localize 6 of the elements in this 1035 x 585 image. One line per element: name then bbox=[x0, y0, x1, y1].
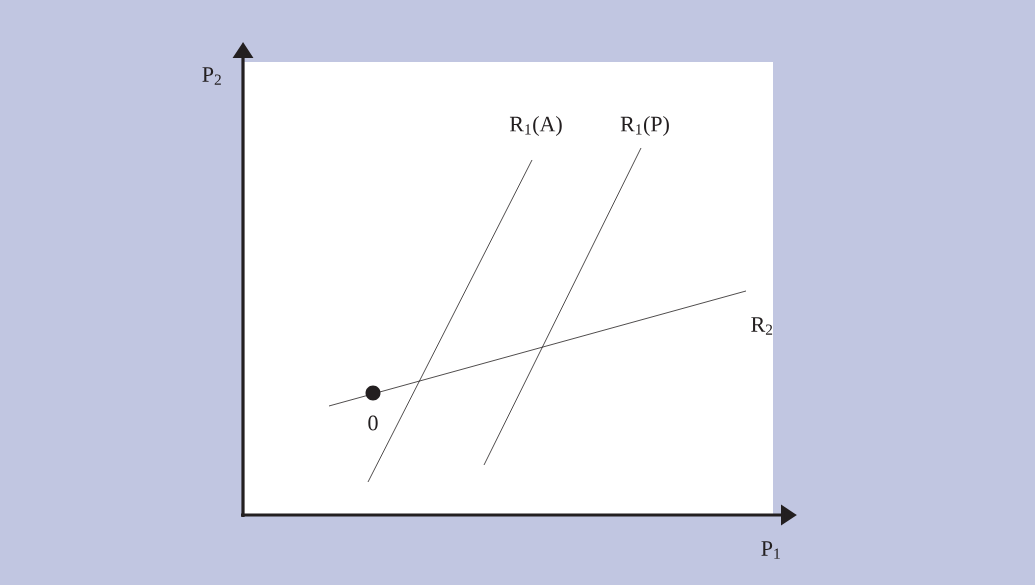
axis-label: P$_{2}$ bbox=[202, 67, 221, 85]
curve-label: R$_{1}$(A) bbox=[509, 116, 562, 136]
curve-label: R$_{1}$(P) bbox=[620, 116, 669, 136]
curve-label: R$_{2}$ bbox=[751, 317, 773, 335]
axis-label: P$_{1}$ bbox=[761, 541, 780, 559]
point-label: 0 bbox=[368, 415, 378, 431]
